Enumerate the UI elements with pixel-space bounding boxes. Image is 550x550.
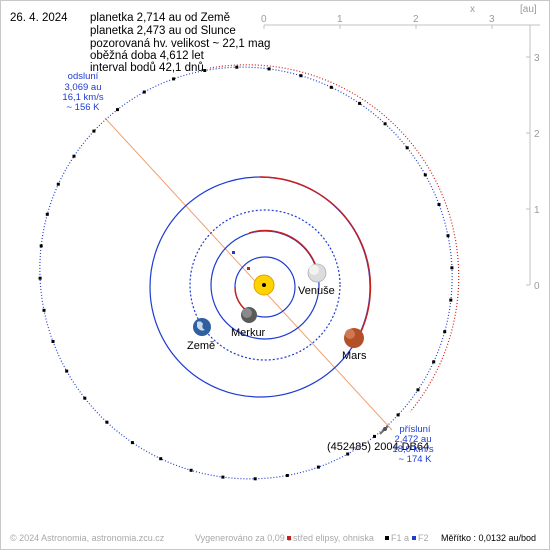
footer-copyright: © 2024 Astronomia, astronomia.zcu.cz: [10, 533, 165, 543]
aphelion-temperature: ~ 156 K: [66, 102, 100, 113]
mars-icon: [344, 328, 364, 348]
asteroid-orbit-recent-arc: [209, 64, 460, 413]
orbit-point: [299, 74, 303, 78]
aphelion-title: odsluní: [68, 71, 99, 82]
y-tick-label-2: 2: [534, 129, 540, 140]
orbit-point: [203, 69, 207, 72]
orbit-point: [42, 308, 46, 312]
y-tick-label-0: 0: [534, 281, 540, 292]
orbit-point: [92, 129, 96, 133]
asteroid-orbit-points: [38, 65, 454, 481]
orbit-point: [358, 101, 362, 105]
orbit-point: [38, 276, 42, 280]
x-tick-label-3: 3: [489, 14, 495, 25]
info-magnitude: pozorovaná hv. velikost ~ 22,1 mag: [90, 38, 271, 50]
asteroid-label: (452485) 2004 DB64: [327, 441, 429, 453]
orbit-point: [83, 396, 87, 400]
orbit-point: [253, 477, 257, 481]
orbit-point: [396, 413, 400, 417]
legend-f2-dot: [412, 536, 417, 541]
orbit-point: [72, 154, 76, 158]
orbit-point: [405, 146, 409, 150]
planet-label-venuse: Venuše: [298, 285, 335, 297]
legend-center-dot: [287, 536, 291, 541]
focus-f2-marker: [232, 251, 235, 254]
y-tick-label-1: 1: [534, 205, 540, 216]
orbit-point: [383, 122, 387, 126]
perihelion-temperature: ~ 174 K: [398, 454, 432, 465]
orbit-point: [449, 298, 453, 302]
x-tick-label-0: 0: [261, 14, 267, 25]
venus-orbit-recent: [248, 229, 319, 274]
orbit-point: [172, 77, 176, 81]
orbit-point: [105, 420, 109, 424]
info-sun-distance: planetka 2,473 au od Slunce: [90, 25, 236, 37]
info-period: oběžná doba 4,612 let: [90, 50, 204, 62]
orbit-point: [423, 173, 427, 177]
orbit-point: [56, 182, 60, 186]
orbit-point: [130, 441, 134, 445]
orbit-point: [142, 90, 146, 94]
apsis-line: [104, 117, 393, 431]
legend-f1-text: F1 a: [391, 533, 410, 543]
orbit-point: [267, 67, 271, 71]
asteroid-marker: [379, 425, 389, 435]
footer-legend-center: střed elipsy, ohniska: [284, 533, 374, 543]
earth-orbit: [189, 209, 341, 361]
venus-icon: [307, 263, 327, 283]
orbit-point: [346, 452, 350, 456]
sun-center-dot: [262, 283, 266, 287]
orbit-point: [221, 475, 225, 479]
unit-label: [au]: [520, 4, 537, 15]
orbit-point: [437, 203, 441, 206]
mars-orbit-recent: [259, 176, 372, 349]
planet-label-zeme: Země: [187, 340, 215, 352]
orbit-point: [45, 212, 49, 216]
orbit-point: [443, 330, 447, 334]
orbit-point: [235, 65, 239, 69]
footer-legend-foci: F1 a F2: [382, 533, 429, 543]
axes: [263, 24, 540, 286]
orbit-point: [450, 266, 454, 270]
planet-label-mars: Mars: [342, 350, 367, 362]
orbit-point: [373, 434, 376, 438]
x-axis-label: x: [470, 4, 475, 15]
info-point-interval: interval bodů 42,1 dnů: [90, 62, 204, 74]
orbit-point: [116, 108, 119, 112]
orbit-point: [159, 457, 163, 461]
perihelion-title: přísluní: [399, 424, 431, 435]
perihelion-speed: 18,0 km/s: [392, 444, 433, 455]
info-earth-distance: planetka 2,714 au od Země: [90, 12, 231, 24]
orbit-point: [416, 388, 420, 392]
mercury-icon: [241, 307, 257, 323]
orbit-point: [316, 465, 320, 469]
x-tick-label-2: 2: [413, 14, 419, 25]
planet-label-merkur: Merkur: [231, 327, 266, 339]
orbit-point: [39, 244, 43, 248]
orbit-point: [189, 468, 193, 472]
footer-scale: Měřítko : 0,0132 au/bod: [441, 533, 537, 543]
orbit-point: [446, 234, 450, 238]
orbit-point: [285, 474, 289, 477]
ellipse-center-marker: [247, 267, 250, 270]
perihelion-annotation: přísluní 2,472 au 18,0 km/s ~ 174 K: [392, 424, 433, 465]
perihelion-distance: 2,472 au: [395, 434, 432, 445]
aphelion-distance: 3,069 au: [65, 82, 102, 93]
orbit-point: [51, 340, 55, 343]
date-label: 26. 4. 2024: [10, 12, 68, 24]
orbit-point: [65, 369, 69, 373]
footer-generated: Vygenerováno za 0,09 s: [195, 533, 292, 543]
legend-f2-text: F2: [418, 533, 429, 543]
x-tick-label-1: 1: [337, 14, 343, 25]
legend-center-text: střed elipsy, ohniska: [293, 533, 374, 543]
orbit-point: [329, 85, 333, 89]
legend-f1-dot: [385, 536, 389, 541]
orbit-point: [432, 360, 436, 364]
earth-icon: [193, 318, 211, 336]
y-tick-label-3: 3: [534, 53, 540, 64]
aphelion-annotation: odsluní 3,069 au 16,1 km/s ~ 156 K: [62, 71, 103, 113]
aphelion-speed: 16,1 km/s: [62, 92, 103, 103]
